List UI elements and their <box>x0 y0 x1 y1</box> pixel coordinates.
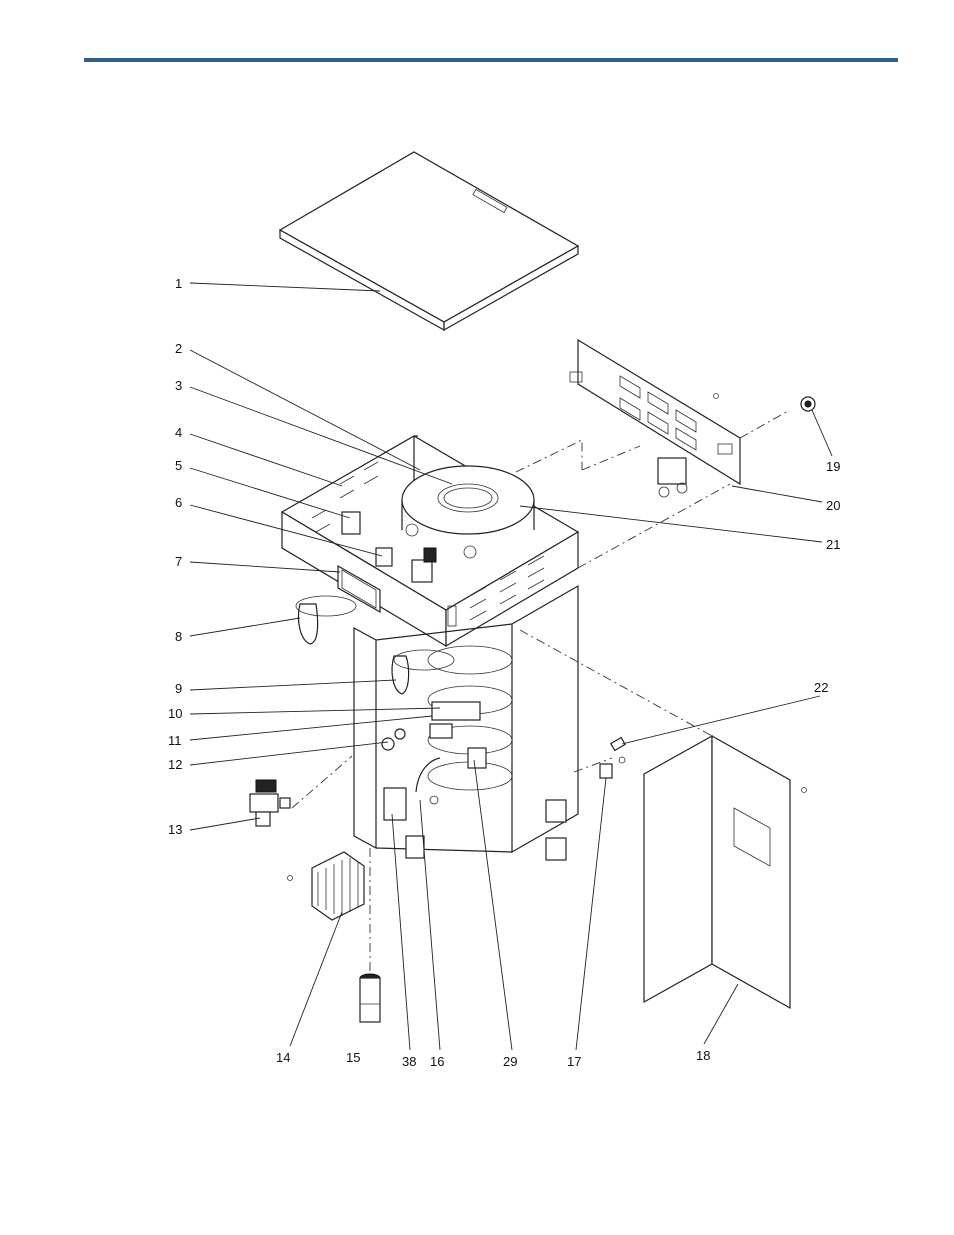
callout-4: 4 <box>175 425 182 440</box>
callout-3: 3 <box>175 378 182 393</box>
brewer-body <box>282 436 578 860</box>
part-small-fittings <box>600 738 625 778</box>
callout-9: 9 <box>175 681 182 696</box>
callout-21: 21 <box>826 537 840 552</box>
callout-22: 22 <box>814 680 828 695</box>
callout-8: 8 <box>175 629 182 644</box>
callout-10: 10 <box>168 706 182 721</box>
part-top-cover <box>280 152 578 330</box>
part-knob <box>801 397 815 411</box>
callout-15: 15 <box>346 1050 360 1065</box>
callout-38: 38 <box>402 1054 416 1069</box>
callout-29: 29 <box>503 1054 517 1069</box>
callout-13: 13 <box>168 822 182 837</box>
callout-7: 7 <box>175 554 182 569</box>
callout-19: 19 <box>826 459 840 474</box>
callout-6: 6 <box>175 495 182 510</box>
callout-2: 2 <box>175 341 182 356</box>
callout-20: 20 <box>826 498 840 513</box>
callout-11: 11 <box>168 733 182 748</box>
callout-5: 5 <box>175 458 182 473</box>
callout-14: 14 <box>276 1050 290 1065</box>
callout-18: 18 <box>696 1048 710 1063</box>
callout-17: 17 <box>567 1054 581 1069</box>
part-heat-sink <box>288 852 365 920</box>
part-leg <box>360 974 380 1022</box>
callout-16: 16 <box>430 1054 444 1069</box>
part-side-panel <box>644 736 807 1008</box>
callout-1: 1 <box>175 276 182 291</box>
part-rear-panel <box>570 340 740 497</box>
callout-12: 12 <box>168 757 182 772</box>
